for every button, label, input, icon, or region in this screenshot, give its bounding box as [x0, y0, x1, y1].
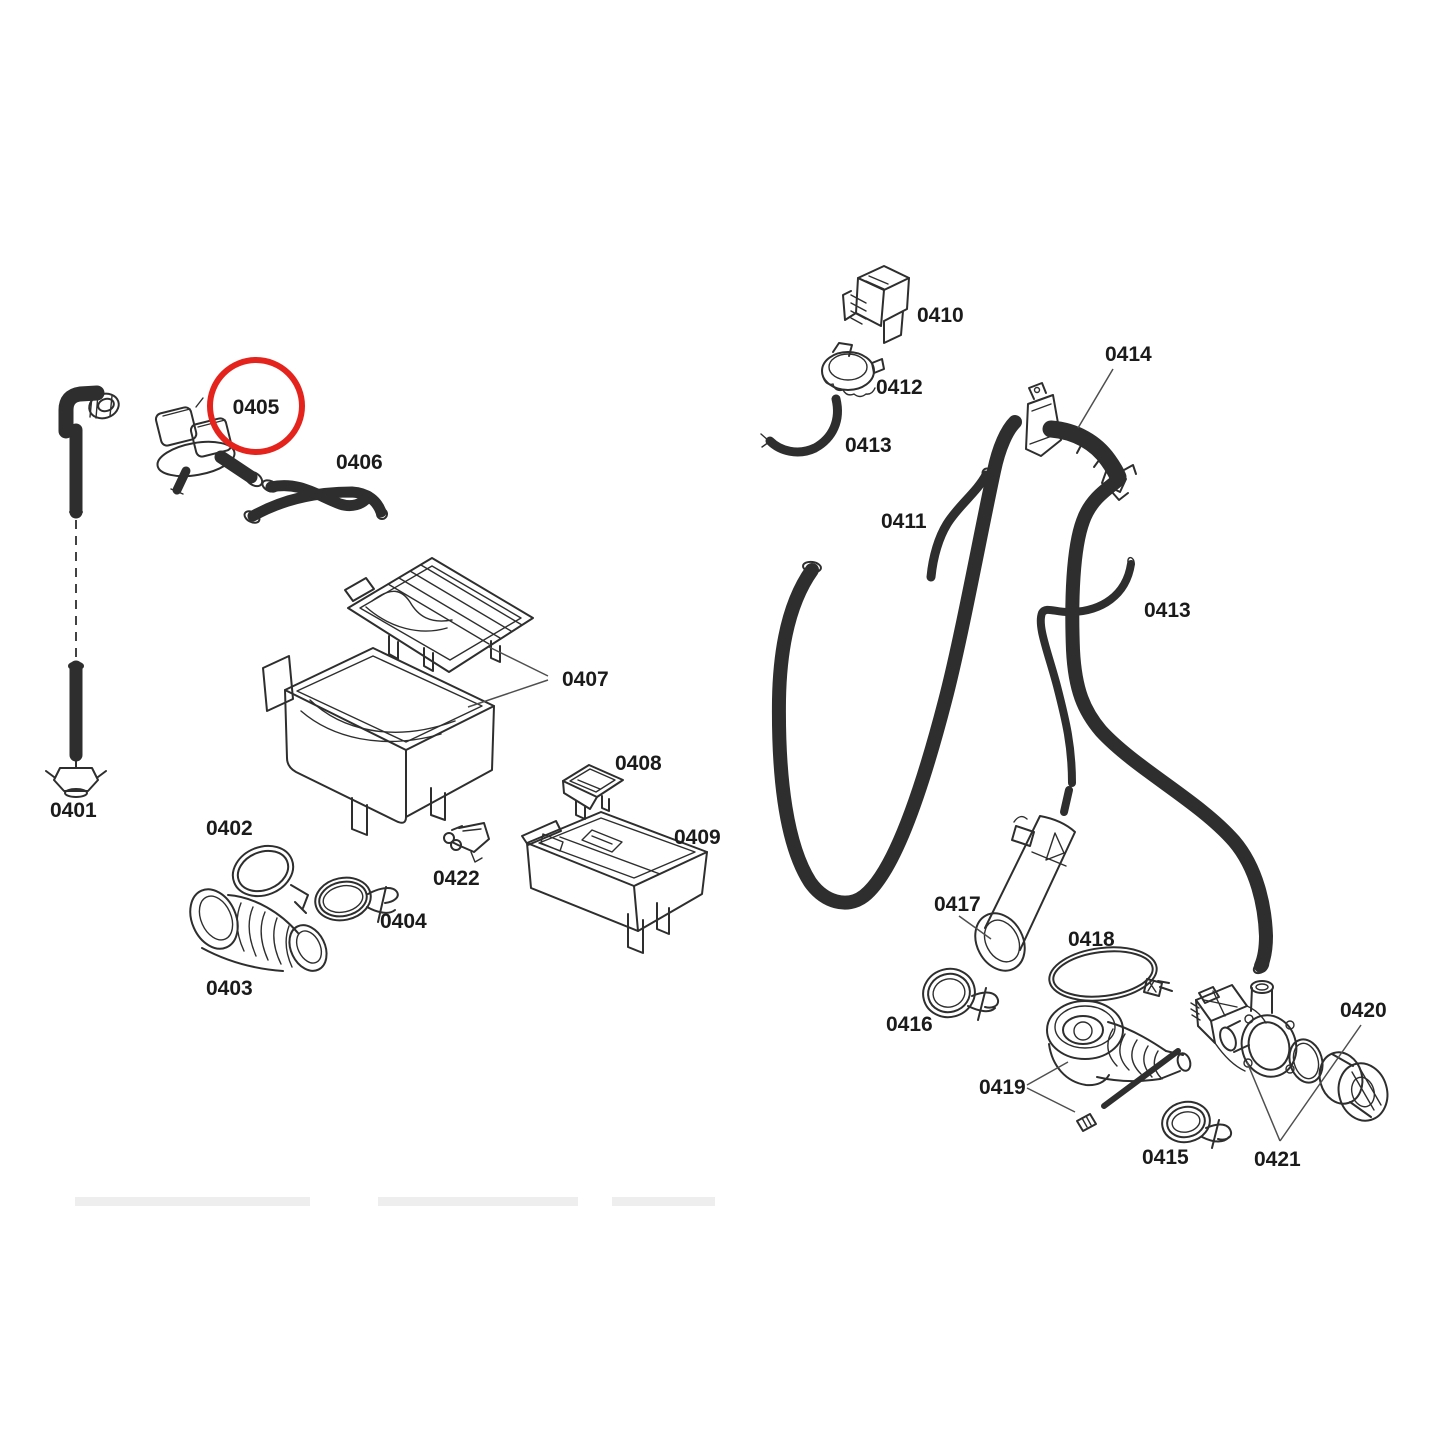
part-0415-hose-clamp	[1161, 1100, 1233, 1149]
part-0409-dispenser-drawer	[521, 811, 708, 954]
part-0420-o-ring-and-filter	[1288, 1038, 1389, 1122]
part-label-0410: 0410	[917, 304, 964, 327]
tube-core	[768, 397, 839, 454]
part-label-0405-highlighted: 0405	[233, 396, 280, 419]
part-label-0416: 0416	[886, 1013, 933, 1036]
part-label-0413-left: 0413	[845, 434, 892, 457]
tube-core	[1062, 788, 1071, 814]
part-label-0417: 0417	[934, 893, 981, 916]
part-0412-air-chamber	[821, 342, 885, 398]
part-0418-clamp-ring	[1048, 946, 1173, 1002]
part-label-0404: 0404	[380, 910, 427, 933]
part-0404-hose-clamp	[314, 876, 399, 923]
part-0402-clamp-ring	[231, 844, 309, 914]
part-label-0409: 0409	[674, 826, 721, 849]
part-label-0403: 0403	[206, 977, 253, 1000]
part-label-0407: 0407	[562, 668, 609, 691]
part-drain-hose-loop	[771, 415, 1022, 910]
part-0421-drain-pump	[1190, 980, 1298, 1078]
part-label-0413-right: 0413	[1144, 599, 1191, 622]
faint-footer-marks	[75, 1197, 715, 1206]
part-label-0419: 0419	[979, 1076, 1026, 1099]
part-0401-fill-hose	[45, 385, 120, 798]
part-label-0408: 0408	[615, 752, 662, 775]
tube-core	[249, 488, 385, 520]
part-0413-pressure-hose-left	[760, 394, 842, 457]
part-0413-pressure-hose-right	[1036, 556, 1135, 787]
tube-core	[1045, 423, 1124, 483]
tube-core	[1102, 1049, 1180, 1108]
part-0411-small-hose	[926, 467, 993, 582]
part-label-0401: 0401	[50, 799, 97, 822]
part-0408-siphon-insert	[562, 764, 624, 820]
part-label-0406: 0406	[336, 451, 383, 474]
part-0406-twin-hose	[243, 479, 388, 524]
part-0416-hose-clamp	[922, 967, 1000, 1021]
part-label-0414: 0414	[1105, 343, 1152, 366]
part-label-0411: 0411	[881, 510, 927, 533]
tube-core	[774, 417, 1020, 908]
part-label-0421: 0421	[1254, 1148, 1301, 1171]
part-0403-bellows-hose	[189, 888, 328, 972]
part-label-0402: 0402	[206, 817, 253, 840]
part-label-0412: 0412	[876, 376, 923, 399]
part-0407-dispenser-housing	[262, 647, 495, 836]
tube-core	[174, 468, 189, 493]
part-0410-connector-block	[842, 265, 910, 344]
part-0407-dispenser-top	[344, 557, 534, 673]
tube-core	[267, 482, 371, 510]
part-label-0420: 0420	[1340, 999, 1387, 1022]
part-0419-sump	[1046, 1000, 1192, 1132]
leader-lines	[467, 368, 1362, 1142]
part-0414-elbow-connector	[1025, 382, 1137, 501]
tube-core	[61, 388, 102, 436]
part-labels: 0401 0402 0403 0404 0405 0406 0407 0408 …	[50, 304, 1387, 1171]
part-label-0415: 0415	[1142, 1146, 1189, 1169]
tube-core	[1039, 562, 1133, 785]
part-label-0418: 0418	[1068, 928, 1115, 951]
highlight-circle-0405	[207, 357, 305, 455]
part-label-0422: 0422	[433, 867, 480, 890]
part-0422-clip	[443, 822, 490, 863]
tube-core	[1067, 476, 1271, 971]
part-drain-hose-main	[1065, 474, 1273, 975]
tube-core	[928, 472, 989, 580]
part-0417-air-trap	[974, 786, 1076, 972]
